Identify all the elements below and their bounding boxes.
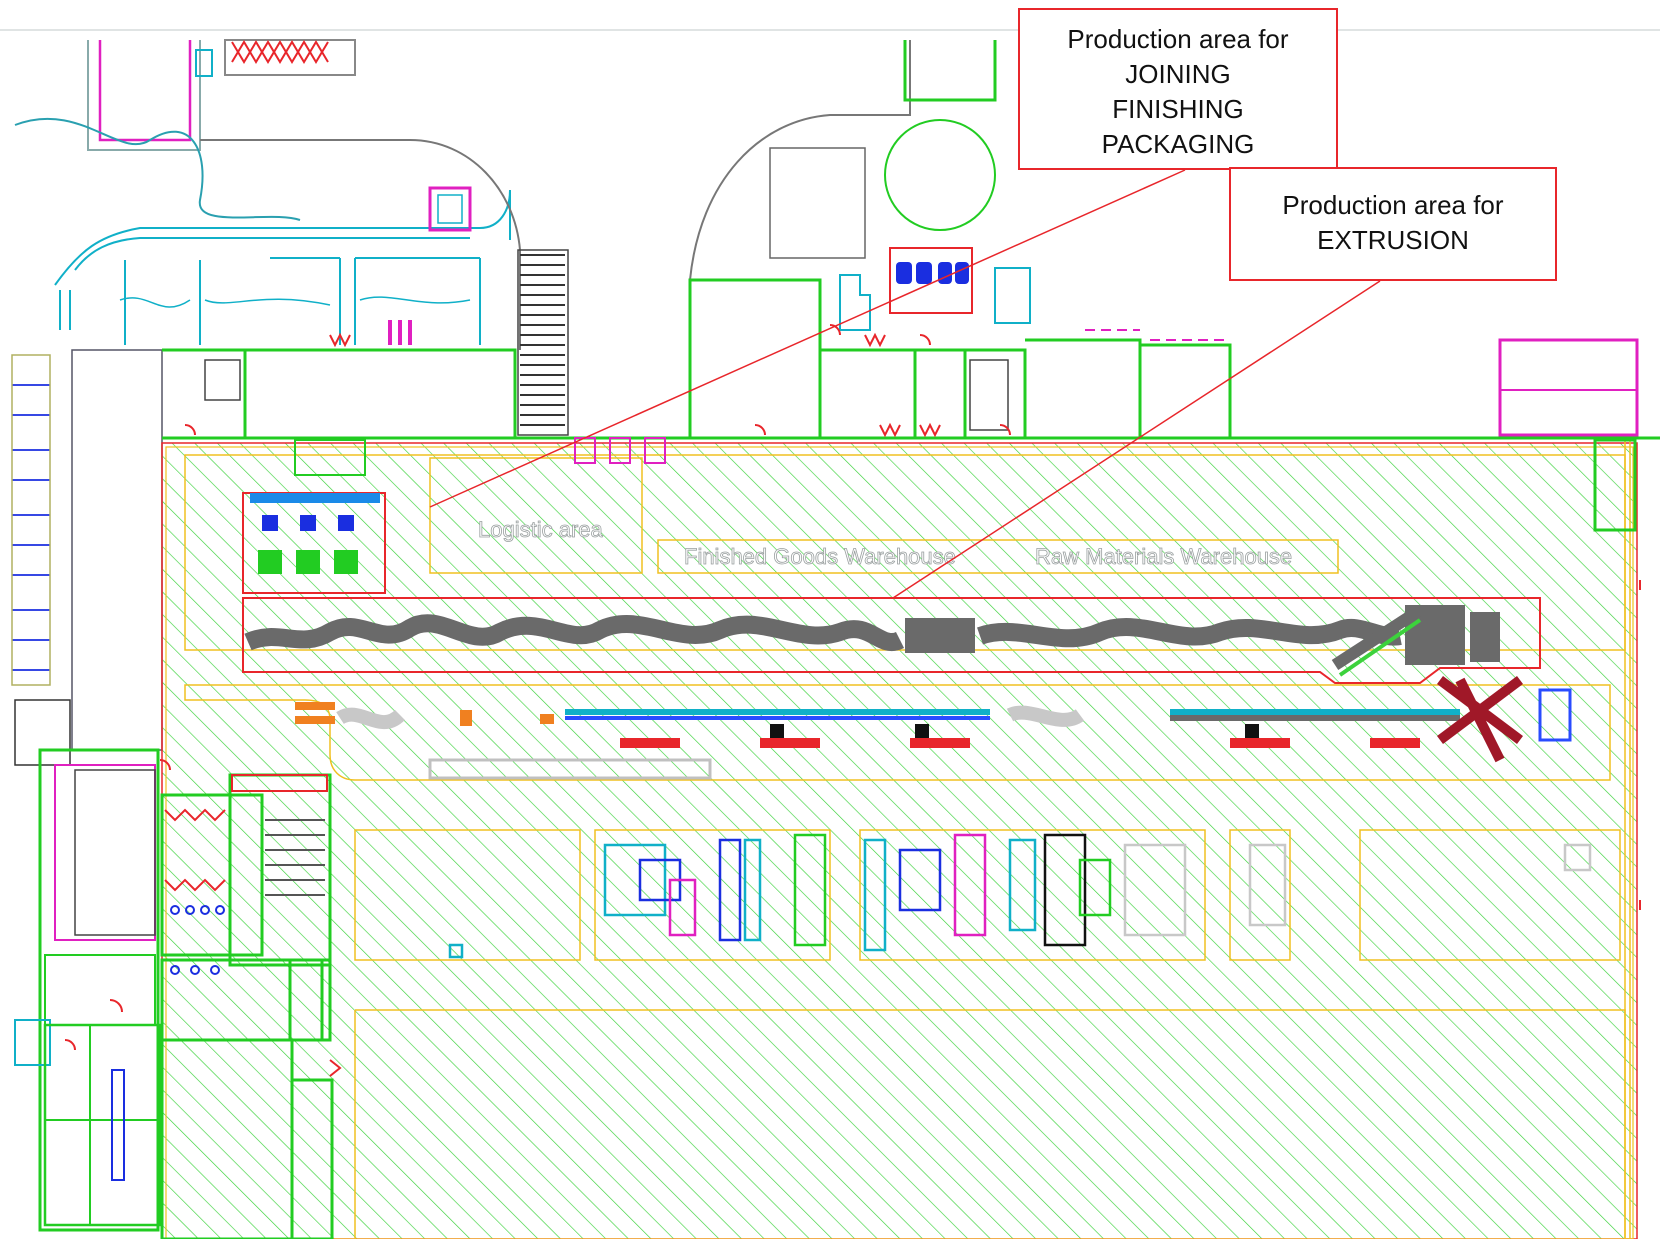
office-equipment	[164, 493, 380, 975]
callout-extrusion-line2: EXTRUSION	[1317, 225, 1469, 255]
finished-goods-label: Finished Goods Warehouse	[684, 544, 956, 569]
extrusion-line	[242, 597, 1541, 684]
joining-line	[295, 676, 1572, 780]
corner-equipment	[1593, 438, 1637, 532]
callout-joining-line3: FINISHING	[1112, 94, 1244, 124]
door-markers	[64, 324, 1641, 1077]
callout-extrusion-line1: Production area for	[1282, 190, 1504, 220]
machinery-cells	[448, 833, 1592, 959]
blue-machines	[896, 262, 969, 284]
production-floor	[162, 443, 1637, 1239]
upper-rooms-detail	[204, 320, 1230, 431]
callout-joining-line4: PACKAGING	[1101, 129, 1255, 159]
left-building	[11, 349, 163, 1232]
callout-extrusion: Production area for EXTRUSION	[1229, 167, 1557, 281]
raw-materials-label: Raw Materials Warehouse	[1035, 544, 1292, 569]
upper-rooms	[162, 278, 1660, 440]
callout-leaders	[429, 169, 1381, 599]
callout-joining-line2: JOINING	[1125, 59, 1231, 89]
callout-joining-line1: Production area for	[1067, 24, 1289, 54]
logistic-area-label: Logistic area	[478, 517, 604, 542]
callout-joining-finishing-packaging: Production area for JOINING FINISHING PA…	[1018, 8, 1338, 170]
outdoor-structures	[14, 39, 1639, 437]
